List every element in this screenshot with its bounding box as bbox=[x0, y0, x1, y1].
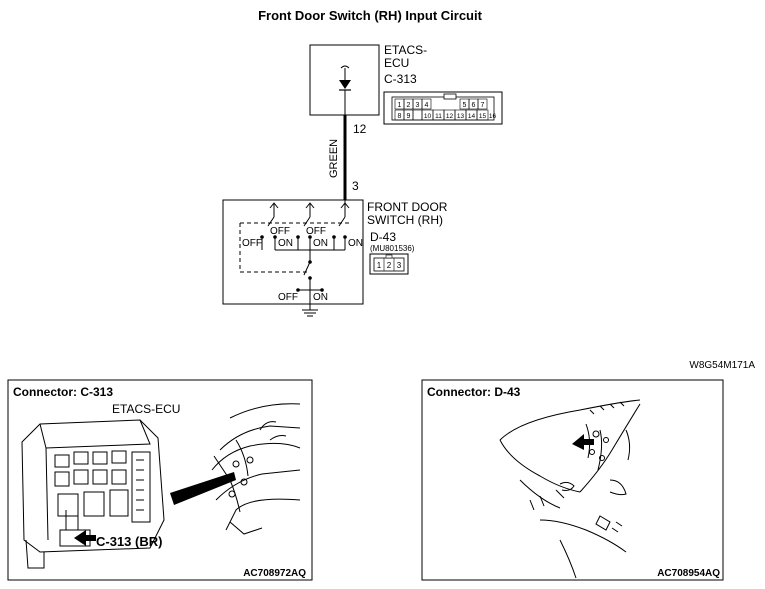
ecu-pin: 9 bbox=[407, 113, 411, 120]
ecu-connector-face: 1 2 3 4 5 6 7 8 9 10 11 12 13 14 15 16 bbox=[383, 91, 503, 125]
dashboard-illustration bbox=[211, 403, 301, 535]
connector-panel-left: Connector: C-313 ETACS-ECU C-313 (BR) bbox=[7, 379, 313, 581]
ecu-pin: 2 bbox=[407, 102, 411, 109]
connector-panel-right: Connector: D-43 AC708954AQ bbox=[421, 379, 724, 581]
ecu-pin: 5 bbox=[463, 102, 467, 109]
ecu-pin: 12 bbox=[446, 113, 454, 120]
ecu-pin: 4 bbox=[425, 102, 429, 109]
switch-on-label: ON bbox=[278, 238, 293, 249]
ecu-pin: 15 bbox=[479, 113, 487, 120]
ecu-pin: 13 bbox=[457, 113, 465, 120]
diode-icon bbox=[339, 80, 351, 89]
illustration-code: AC708972AQ bbox=[243, 568, 306, 579]
diagram-code: W8G54M171A bbox=[689, 360, 755, 371]
ground-icon bbox=[302, 304, 318, 317]
switch-pin: 1 bbox=[377, 261, 382, 270]
ecu-pin: 6 bbox=[472, 102, 476, 109]
ecu-pin: 3 bbox=[416, 102, 420, 109]
switch-connector-label: D-43 bbox=[370, 230, 396, 244]
switch-pin: 3 bbox=[397, 261, 402, 270]
ecu-connector-label: C-313 bbox=[384, 72, 417, 86]
switch-off-label: OFF bbox=[242, 238, 262, 249]
switch-off-label: OFF bbox=[278, 292, 298, 303]
switch-connector-face: 1 2 3 bbox=[369, 253, 409, 275]
switch-pin: 2 bbox=[387, 261, 392, 270]
switch-name-line1: FRONT DOOR bbox=[367, 200, 448, 214]
ecu-pin-number: 12 bbox=[353, 122, 367, 136]
ecu-pin: 10 bbox=[424, 113, 432, 120]
wire-color-label: GREEN bbox=[328, 139, 340, 178]
ecu-pin: 11 bbox=[435, 113, 442, 120]
panel-heading: Connector: D-43 bbox=[427, 385, 521, 399]
door-illustration bbox=[499, 399, 641, 579]
ecu-name-line1: ETACS- bbox=[384, 43, 427, 57]
switch-contacts bbox=[260, 235, 347, 292]
switch-off-label: OFF bbox=[306, 226, 326, 237]
panel-heading: Connector: C-313 bbox=[13, 385, 113, 399]
switch-box bbox=[222, 199, 364, 305]
switch-off-label: OFF bbox=[270, 226, 290, 237]
connector-callout: C-313 (BR) bbox=[96, 534, 162, 549]
ecu-pin: 14 bbox=[468, 113, 476, 120]
ecu-pin: 1 bbox=[398, 102, 402, 109]
switch-part-number: (MU801536) bbox=[370, 244, 415, 253]
pointer-arrow-icon bbox=[170, 472, 236, 505]
ecu-box bbox=[309, 44, 380, 116]
ecu-unit-illustration bbox=[21, 419, 165, 569]
ecu-name-line2: ECU bbox=[384, 56, 409, 70]
switch-name-line2: SWITCH (RH) bbox=[367, 213, 443, 227]
ecu-pin: 16 bbox=[489, 113, 497, 120]
switch-on-label: ON bbox=[348, 238, 363, 249]
switch-on-label: ON bbox=[313, 292, 328, 303]
illustration-code: AC708954AQ bbox=[657, 568, 720, 579]
ecu-pin: 8 bbox=[398, 113, 402, 120]
arrow-icon bbox=[572, 434, 594, 450]
arrow-icon bbox=[74, 530, 96, 546]
diagram-title: Front Door Switch (RH) Input Circuit bbox=[258, 8, 483, 23]
ecu-pin: 7 bbox=[481, 102, 485, 109]
component-label: ETACS-ECU bbox=[112, 402, 180, 416]
switch-on-label: ON bbox=[313, 238, 328, 249]
switch-pin-number: 3 bbox=[352, 179, 359, 193]
